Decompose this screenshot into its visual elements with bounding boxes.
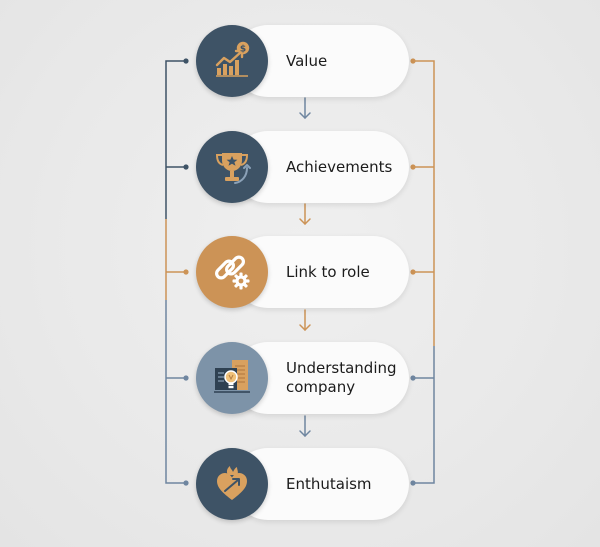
right-dot-link [410,269,416,275]
down-arrow-2 [299,203,311,225]
step-link-to-role: Link to role [196,236,409,308]
step-label: Value [286,51,328,70]
right-dot-achievements [410,164,416,170]
step-understanding-company: Understanding company [196,342,409,414]
flaming-heart-icon [217,466,247,500]
step-label: Understanding company [286,359,397,396]
left-bracket-steel [165,300,186,484]
trophy-icon [215,153,251,184]
link-gear-icon [215,255,250,290]
left-dot-understanding [183,375,189,381]
step-label: Link to role [286,262,370,281]
right-bracket-steel [413,346,435,484]
left-dot-achievements [183,164,189,170]
step-label: Achievements [286,157,393,176]
step-icon-circle [196,236,268,308]
down-arrow-1 [299,97,311,119]
step-value: $ Value [196,25,409,97]
step-icon-circle [196,448,268,520]
document-lightbulb-icon [214,360,250,393]
right-dot-understanding [410,375,416,381]
step-enthusiasm: Enthutaism [196,448,409,520]
right-dot-value [410,58,416,64]
svg-text:$: $ [240,45,246,55]
left-dot-enthusiasm [183,480,189,486]
left-bracket-navy [165,60,186,219]
left-dot-value [183,58,189,64]
step-label: Enthutaism [286,474,372,493]
growth-chart-dollar-icon: $ [215,41,250,77]
step-icon-circle [196,342,268,414]
down-arrow-4 [299,415,311,437]
step-icon-circle: $ [196,25,268,97]
down-arrow-3 [299,309,311,331]
right-bracket-orange [413,60,435,346]
step-icon-circle [196,131,268,203]
left-dot-link [183,269,189,275]
step-achievements: Achievements [196,131,409,203]
right-dot-enthusiasm [410,480,416,486]
